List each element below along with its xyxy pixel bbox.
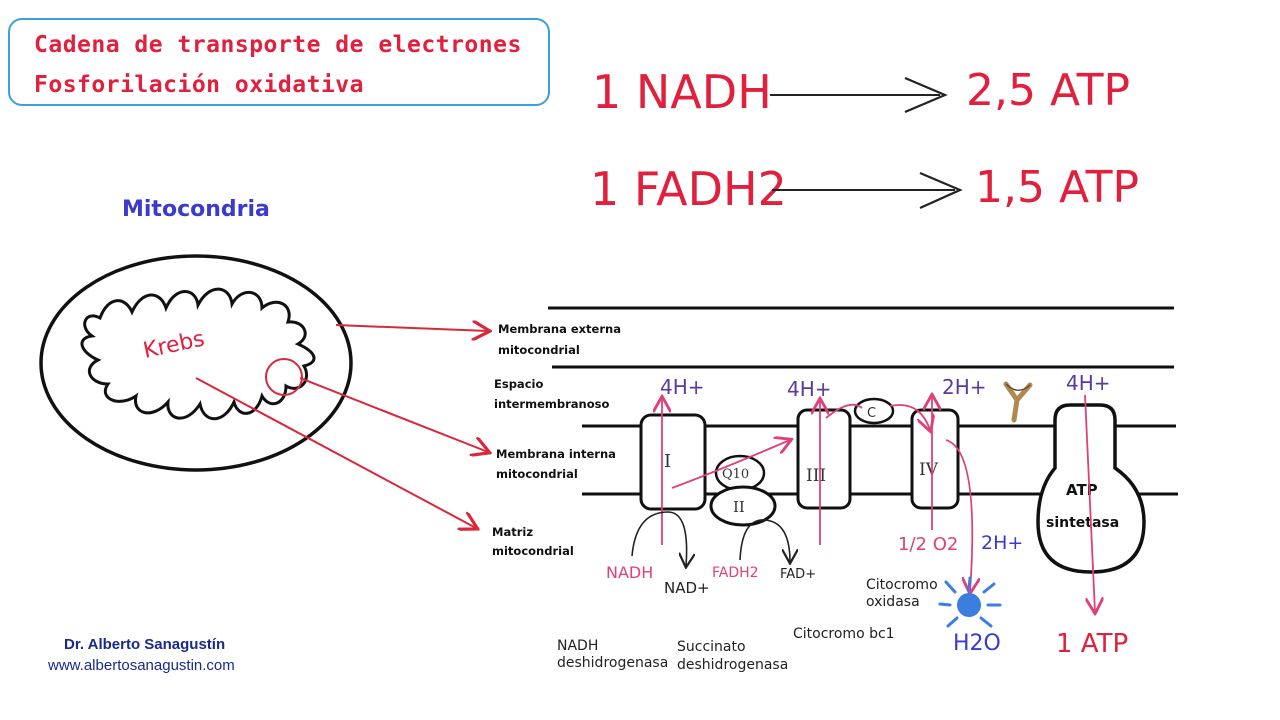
- mitochondria-outer-membrane: [39, 254, 353, 472]
- title-line-1: Cadena de transporte de electrones: [34, 32, 522, 58]
- atp-synthase: [1036, 403, 1146, 574]
- intermembrane-label-2: intermembranoso: [494, 397, 609, 411]
- title-box: Cadena de transporte de electrones Fosfo…: [8, 18, 550, 106]
- mitochondria-cristae: [80, 287, 316, 421]
- cytochrome-c: [853, 397, 895, 425]
- slingshot-icon: [1003, 381, 1033, 423]
- q10-label: Q10: [722, 467, 749, 482]
- nad-label: NAD+: [664, 579, 710, 597]
- water-formation-arrow: [945, 439, 972, 592]
- succinate-dehydrogenase-label-2: deshidrogenasa: [677, 657, 788, 673]
- complex-iv-label: IV: [919, 460, 939, 480]
- proton-label-complex-iv: 2H+: [942, 375, 987, 399]
- matrix-label-1: Matriz: [492, 525, 533, 539]
- succinate-dehydrogenase-label-1: Succinato: [677, 639, 746, 655]
- fadh2-atp-value: 1,5 ATP: [975, 162, 1139, 213]
- complex-iv: [910, 408, 960, 510]
- pointer-arrow-outer: [335, 325, 488, 331]
- nadh-atp-value: 2,5 ATP: [966, 65, 1130, 116]
- cytochrome-bc1-label: Citocromo bc1: [793, 626, 895, 642]
- water-label: H2O: [953, 631, 1001, 656]
- pointer-arrow-inner: [299, 377, 488, 452]
- complex-iii: [796, 408, 852, 510]
- complex-i: [639, 413, 707, 511]
- electron-arrow-c-to-iv: [889, 404, 930, 430]
- nadh-dehydrogenase-label-2: deshidrogenasa: [557, 655, 668, 671]
- proton-label-complex-iii: 4H+: [787, 377, 832, 401]
- nadh-yield-label: 1 NADH: [592, 65, 772, 119]
- inner-membrane-label-2: mitocondrial: [496, 467, 578, 481]
- water-splash-icon: [938, 576, 1002, 628]
- cytochrome-c-label: C: [867, 406, 876, 421]
- complex-ii: [709, 485, 777, 527]
- fadh2-label: FADH2: [712, 565, 759, 581]
- cytochrome-oxidase-label-1: Citocromo: [866, 577, 938, 593]
- complex-i-label: I: [664, 451, 671, 472]
- title-line-2: Fosforilación oxidativa: [34, 72, 364, 98]
- fadh2-yield-label: 1 FADH2: [590, 162, 787, 216]
- membrane-highlight-circle: [265, 358, 303, 396]
- complex-ii-label: II: [733, 498, 745, 516]
- outer-membrane-label-1: Membrana externa: [498, 322, 621, 336]
- author-website[interactable]: www.albertosanagustin.com: [48, 657, 235, 674]
- fadh2-yield-arrowhead: [919, 171, 963, 210]
- author-name: Dr. Alberto Sanagustín: [64, 636, 226, 653]
- electron-arrow-i-to-iii: [671, 440, 790, 489]
- proton-label-matrix: 2H+: [981, 532, 1023, 554]
- nadh-yield-arrowhead: [904, 76, 948, 114]
- fad-label: FAD+: [780, 567, 816, 582]
- atp-synthase-label-1: ATP: [1066, 481, 1098, 499]
- electron-arrow-iii-to-c: [825, 403, 863, 419]
- atp-synthase-label-2: sintetasa: [1046, 515, 1119, 531]
- krebs-label: Krebs: [141, 327, 207, 364]
- matrix-label-2: mitocondrial: [492, 544, 574, 558]
- nadh-label: NADH: [606, 563, 653, 582]
- outer-membrane-label-2: mitocondrial: [498, 343, 580, 357]
- oxygen-label: 1/2 O2: [898, 534, 958, 555]
- mitochondria-title: Mitocondria: [122, 197, 270, 222]
- pointer-arrow-matrix: [195, 377, 476, 528]
- atp-output-label: 1 ATP: [1056, 629, 1128, 659]
- intermembrane-label-1: Espacio: [494, 377, 543, 391]
- proton-label-atp-synthase: 4H+: [1066, 371, 1111, 395]
- cytochrome-oxidase-label-2: oxidasa: [866, 594, 920, 610]
- inner-membrane-label-1: Membrana interna: [496, 447, 616, 461]
- complex-iii-label: III: [806, 466, 826, 486]
- nadh-dehydrogenase-label-1: NADH: [557, 638, 598, 654]
- nadh-oxidation-arrow: [631, 511, 687, 566]
- proton-label-complex-i: 4H+: [660, 375, 705, 399]
- atp-synthase-proton-arrow: [1084, 394, 1095, 612]
- fadh2-oxidation-arrow: [739, 519, 790, 562]
